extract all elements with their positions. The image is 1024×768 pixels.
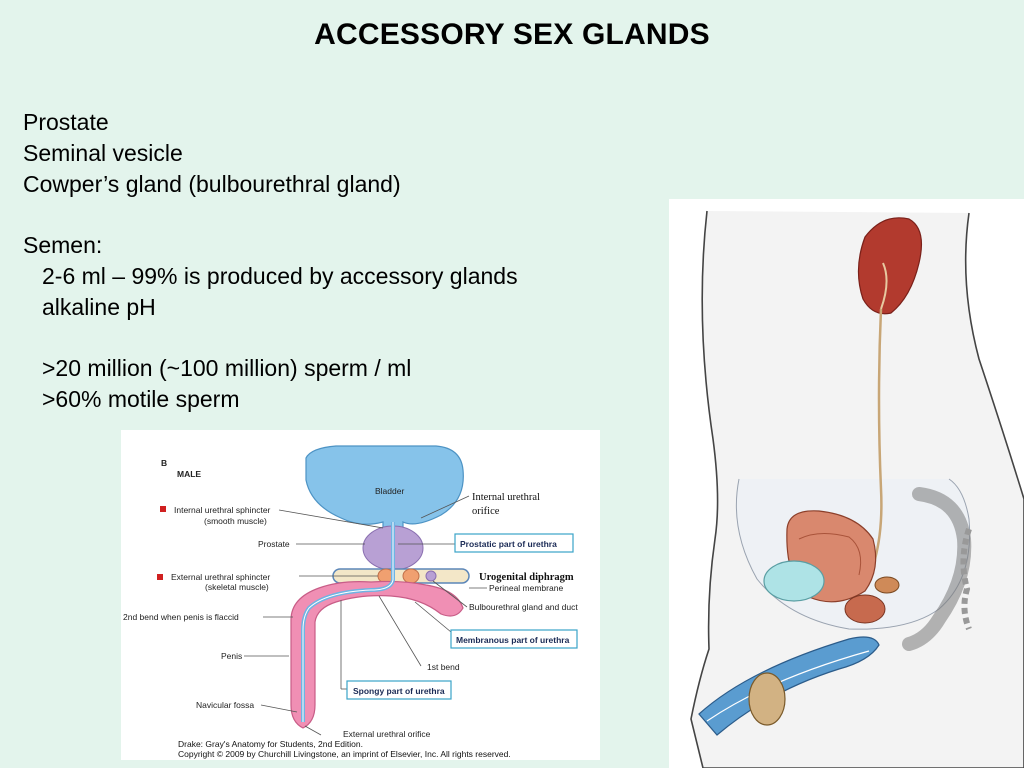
seminal-vesicle-shape [874,576,900,594]
prostatic-part-box [454,533,574,553]
bladder-folds [798,533,862,576]
semen-fact-ph: alkaline pH [42,294,156,320]
perineal-membrane-label: Perineal membrane [489,583,563,593]
renal-pelvis [880,262,888,310]
internal-sphincter-label-2: (smooth muscle) [204,516,267,526]
bulbourethral-label: Bulbourethral gland and duct [469,602,578,612]
urethra-diagram: B MALE Bladder Internal urethral orifice… [121,430,600,760]
sperm-fact-motility: >60% motile sperm [42,386,240,412]
gland-item-cowpers-gland: Cowper’s gland (bulbourethral gland) [23,171,401,197]
slide-title: ACCESSORY SEX GLANDS [314,18,710,51]
prostate-label: Prostate [258,539,290,549]
panel-letter: B [161,458,167,468]
spacer [23,323,518,353]
sphincter-marker-internal [160,506,166,512]
panel-title: MALE [177,469,201,479]
pelvis-sagittal-drawing [690,210,1024,768]
penis-shape [290,580,464,729]
semen-fact-volume: 2-6 ml – 99% is produced by accessory gl… [42,263,518,289]
leader-line [420,495,470,519]
figure-caption-copyright: Copyright © 2009 by Churchill Livingston… [178,749,511,759]
second-bend-label: 2nd bend when penis is flaccid [123,612,239,622]
urogenital-diaphragm-label: Urogenital diphragm [479,572,574,583]
leader-line [432,580,468,608]
leader-line [278,509,384,529]
external-orifice-label: External urethral orifice [343,729,431,739]
figure-caption-source: Drake: Gray's Anatomy for Students, 2nd … [178,739,363,749]
pubic-bone-shape [763,560,825,602]
bladder-shape [305,445,464,531]
spongy-part-label: Spongy part of urethra [353,686,445,696]
bulbourethral-gland-shape [425,570,437,582]
sperm-fact-count: >20 million (~100 million) sperm / ml [42,355,412,381]
gland-item-seminal-vesicle: Seminal vesicle [23,140,183,166]
prostate-shape [844,594,886,624]
membranous-part-label: Membranous part of urethra [456,635,570,645]
spacer [23,200,518,230]
testis-shape [748,672,786,726]
leader-line [260,704,298,713]
urethra-lumen [302,522,394,722]
urethra-diagram-drawing: B MALE Bladder Internal urethral orifice… [123,445,578,759]
coccyx-shape [960,528,972,631]
membranous-part-box [450,629,578,649]
internal-orifice-label-2: orifice [472,506,500,517]
internal-orifice-label-1: Internal urethral [472,492,540,503]
leader-line [304,725,322,736]
bladder-label: Bladder [375,486,404,496]
leader-line [414,601,452,633]
navicular-fossa-label: Navicular fossa [196,700,254,710]
internal-sphincter-label-1: Internal urethral sphincter [174,505,271,515]
rectum-shape [902,487,972,651]
spongy-part-box [346,680,452,700]
prostatic-part-label: Prostatic part of urethra [460,539,557,549]
ureter-path [873,308,883,560]
external-sphincter-shape [402,568,420,584]
pelvis-sagittal-illustration [669,199,1024,768]
kidney-shape [857,217,922,315]
penis-label: Penis [221,651,242,661]
slide-body: Prostate Seminal vesicle Cowper’s gland … [23,107,518,415]
first-bend-label: 1st bend [427,662,460,672]
semen-heading: Semen: [23,232,103,258]
external-sphincter-label-1: External urethral sphincter [171,572,270,582]
gland-item-prostate: Prostate [23,109,109,135]
leader-line [378,595,422,667]
sphincter-marker-external [157,574,163,580]
external-sphincter-label-2: (skeletal muscle) [205,582,269,592]
